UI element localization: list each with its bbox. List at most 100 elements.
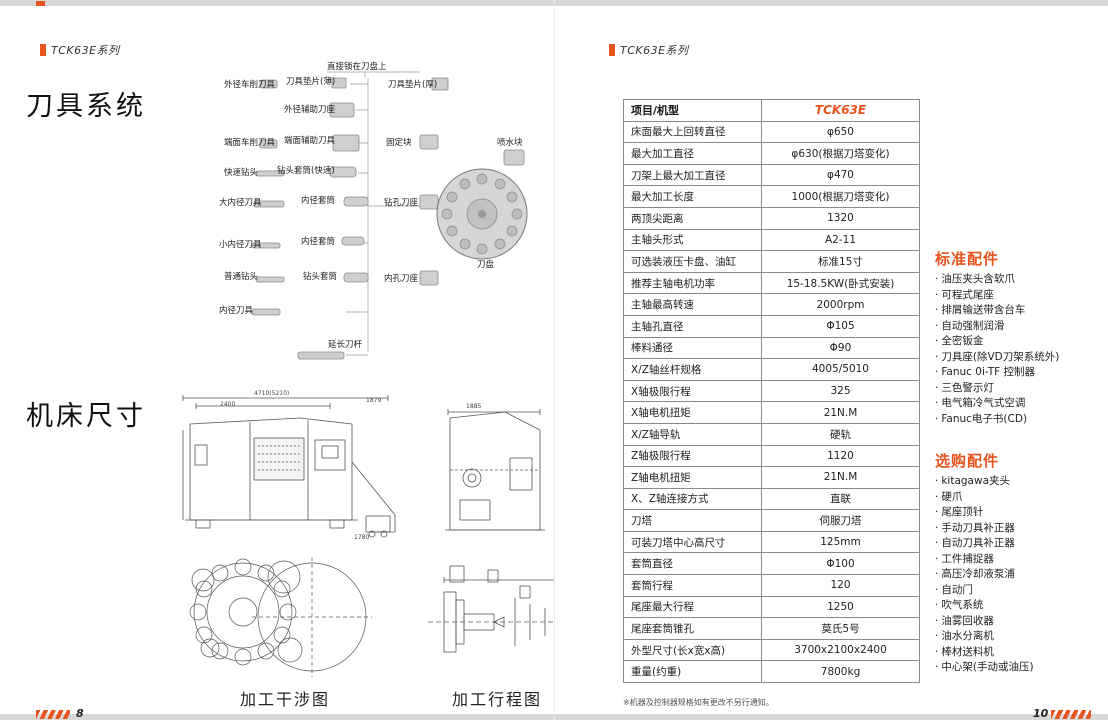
accessory-item: 油压夹头含软爪 — [935, 272, 1105, 288]
spec-table-row: X、Z轴连接方式 直联 — [623, 487, 920, 511]
spec-item-value: 1250 — [761, 595, 920, 619]
spec-item-value: 120 — [761, 574, 920, 597]
page-left: TCK63E系列 刀具系统 机床尺寸 — [26, 42, 554, 720]
accessory-item: 尾座顶针 — [935, 505, 1105, 521]
diagram-label: 内径套筒 — [301, 237, 336, 247]
spec-table-row: 主轴最高转速 2000rpm — [623, 293, 920, 316]
accessory-item: 油雾回收器 — [935, 614, 1105, 630]
spec-item-value: 21N.M — [761, 401, 920, 424]
accessory-item: 高压冷却液泵浦 — [935, 567, 1105, 583]
spec-item-value: 直联 — [761, 487, 920, 511]
diagram-label: 快速钻头 — [224, 168, 259, 178]
diagram-label: 延长刀杆 — [328, 340, 363, 350]
diagram-label: 刀具垫片(厚) — [388, 80, 438, 90]
diagram-label: 内径套筒 — [301, 196, 336, 206]
dimension-label: 1879 — [366, 397, 382, 404]
spec-item-label: 刀架上最大加工直径 — [623, 163, 762, 187]
diagram-label: 固定块 — [386, 138, 412, 148]
spec-header-model: TCK63E — [761, 99, 920, 122]
page-number: 8 — [76, 707, 84, 720]
footer-hatch-mark — [1051, 710, 1091, 719]
spec-item-label: 尾座最大行程 — [623, 595, 762, 619]
spec-item-value: 硬轨 — [761, 422, 920, 446]
diagram-label: 端面车削刀具 — [224, 138, 276, 148]
accessory-item: 油水分离机 — [935, 629, 1105, 645]
spec-item-value: 伺服刀塔 — [761, 509, 920, 532]
spec-item-value: 325 — [761, 379, 920, 403]
spec-item-label: 尾座套筒锥孔 — [623, 617, 762, 640]
diagram-label: 刀具垫片(薄) — [286, 77, 336, 87]
spec-table-row: X/Z轴丝杆规格 4005/5010 — [623, 358, 920, 381]
accessory-item: 自动强制润滑 — [935, 319, 1105, 335]
accessory-item: 中心架(手动或油压) — [935, 660, 1105, 676]
turret-disc-art — [436, 168, 528, 260]
spec-item-value: 7800kg — [761, 660, 920, 684]
spec-table-row: Z轴极限行程 1120 — [623, 444, 920, 468]
series-header: TCK63E系列 — [40, 42, 120, 58]
spec-item-label: X轴极限行程 — [623, 379, 762, 403]
series-header: TCK63E系列 — [609, 42, 689, 58]
spec-item-label: 可选装液压卡盘、油缸 — [623, 250, 762, 273]
spec-item-value: 4005/5010 — [761, 358, 920, 381]
stroke-diagram-art — [428, 565, 554, 653]
spec-item-label: 主轴孔直径 — [623, 314, 762, 338]
spec-table-row: 刀塔 伺服刀塔 — [623, 509, 920, 532]
spec-item-label: 棒料通径 — [623, 336, 762, 360]
spec-table-row: 可选装液压卡盘、油缸 标准15寸 — [623, 250, 920, 273]
spec-item-value: 莫氏5号 — [761, 617, 920, 640]
spec-table-row: 可装刀塔中心高尺寸 125mm — [623, 530, 920, 554]
machine-size-title: 机床尺寸 — [26, 401, 146, 432]
machine-drawing-main — [182, 395, 396, 538]
accessory-item: 可程式尾座 — [935, 288, 1105, 304]
spec-table-row: 刀架上最大加工直径 φ470 — [623, 163, 920, 187]
diagram-label: 钻头套筒(快速) — [277, 166, 335, 176]
spec-item-label: 最大加工直径 — [623, 142, 762, 165]
spec-item-value: 15-18.5KW(卧式安装) — [761, 271, 920, 295]
spec-table-row: 套筒行程 120 — [623, 574, 920, 597]
spec-item-label: 两顶尖距离 — [623, 206, 762, 230]
spec-table-row: 最大加工直径 φ630(根据刀塔变化) — [623, 142, 920, 165]
spec-table-row: 重量(约重) 7800kg — [623, 660, 920, 684]
spec-table: 项目/机型 TCK63E 床面最大上回转直径 φ650 最大加工直径 φ630(… — [623, 99, 920, 684]
spec-table-row: 尾座最大行程 1250 — [623, 595, 920, 619]
diagram-label: 内径刀具 — [219, 306, 254, 316]
diagram-label: 钻孔刀座 — [384, 198, 419, 208]
accessory-item: 工件捕捉器 — [935, 552, 1105, 568]
spec-table-row: 推荐主轴电机功率 15-18.5KW(卧式安装) — [623, 271, 920, 295]
spec-footnote: ※机器及控制器规格如有更改不另行通知。 — [623, 698, 774, 707]
spec-table-row: X轴极限行程 325 — [623, 379, 920, 403]
spec-item-label: 套筒行程 — [623, 574, 762, 597]
spec-item-value: φ470 — [761, 163, 920, 187]
spec-item-label: X/Z轴丝杆规格 — [623, 358, 762, 381]
spec-item-label: 刀塔 — [623, 509, 762, 532]
tool-system-title: 刀具系统 — [26, 91, 146, 122]
accessory-item: kitagawa夹头 — [935, 474, 1105, 490]
machine-drawing-side — [445, 409, 545, 531]
series-accent-marker — [609, 44, 615, 56]
stroke-diagram-caption: 加工行程图 — [452, 690, 543, 709]
spec-item-label: 外型尺寸(长x宽x高) — [623, 638, 762, 662]
spec-item-value: φ630(根据刀塔变化) — [761, 142, 920, 165]
accessory-item: 硬爪 — [935, 490, 1105, 506]
dimension-label: 1885 — [466, 403, 482, 410]
optional-accessories-title: 选购配件 — [935, 452, 1000, 470]
spec-item-label: 主轴头形式 — [623, 228, 762, 252]
spec-item-label: 最大加工长度 — [623, 185, 762, 208]
dimension-label: 2400 — [220, 401, 236, 408]
interference-diagram-art — [189, 557, 372, 677]
diagram-label: 大内径刀具 — [219, 198, 262, 208]
interference-diagram-caption: 加工干涉图 — [240, 690, 331, 709]
spec-item-value: Φ105 — [761, 314, 920, 338]
spec-table-row: 外型尺寸(长x宽x高) 3700x2100x2400 — [623, 638, 920, 662]
page-right: TCK63E系列 项目/机型 TCK63E 床面最大上回转直径 φ650 最大加… — [554, 0, 1108, 720]
spec-item-value: Φ100 — [761, 552, 920, 576]
spec-item-value: 1000(根据刀塔变化) — [761, 185, 920, 208]
spec-item-label: Z轴电机扭矩 — [623, 466, 762, 489]
tool-diagram-components — [251, 77, 525, 360]
spec-item-value: 3700x2100x2400 — [761, 638, 920, 662]
accessory-item: Fanuc 0i-TF 控制器 — [935, 365, 1105, 381]
spec-item-value: 标准15寸 — [761, 250, 920, 273]
spec-item-value: 2000rpm — [761, 293, 920, 316]
spec-table-row: 主轴头形式 A2-11 — [623, 228, 920, 252]
diagram-label: 刀盘 — [477, 260, 495, 270]
